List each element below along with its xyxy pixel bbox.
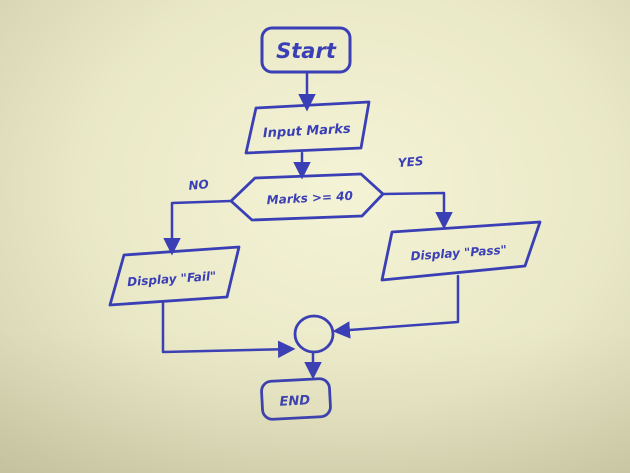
connector-circle	[293, 314, 335, 354]
arrow-fail-to-connector	[161, 301, 296, 359]
start-label: Start	[276, 39, 337, 63]
pass-label: Display "Pass"	[410, 243, 507, 264]
end-terminal	[260, 377, 332, 421]
arrow-decision-no	[163, 199, 233, 256]
no-label: NO	[188, 177, 209, 193]
fail-label: Display "Fail"	[127, 269, 217, 289]
start-terminal	[260, 26, 352, 74]
input-parallelogram	[244, 100, 371, 155]
end-label: END	[279, 393, 311, 410]
arrow-decision-yes	[381, 191, 453, 230]
input-label: Input Marks	[263, 122, 352, 142]
yes-label: YES	[397, 154, 424, 170]
fail-parallelogram	[108, 245, 241, 307]
arrow-pass-to-connector	[332, 274, 460, 339]
decision-label: Marks >= 40	[266, 189, 353, 207]
pass-parallelogram	[380, 220, 542, 282]
